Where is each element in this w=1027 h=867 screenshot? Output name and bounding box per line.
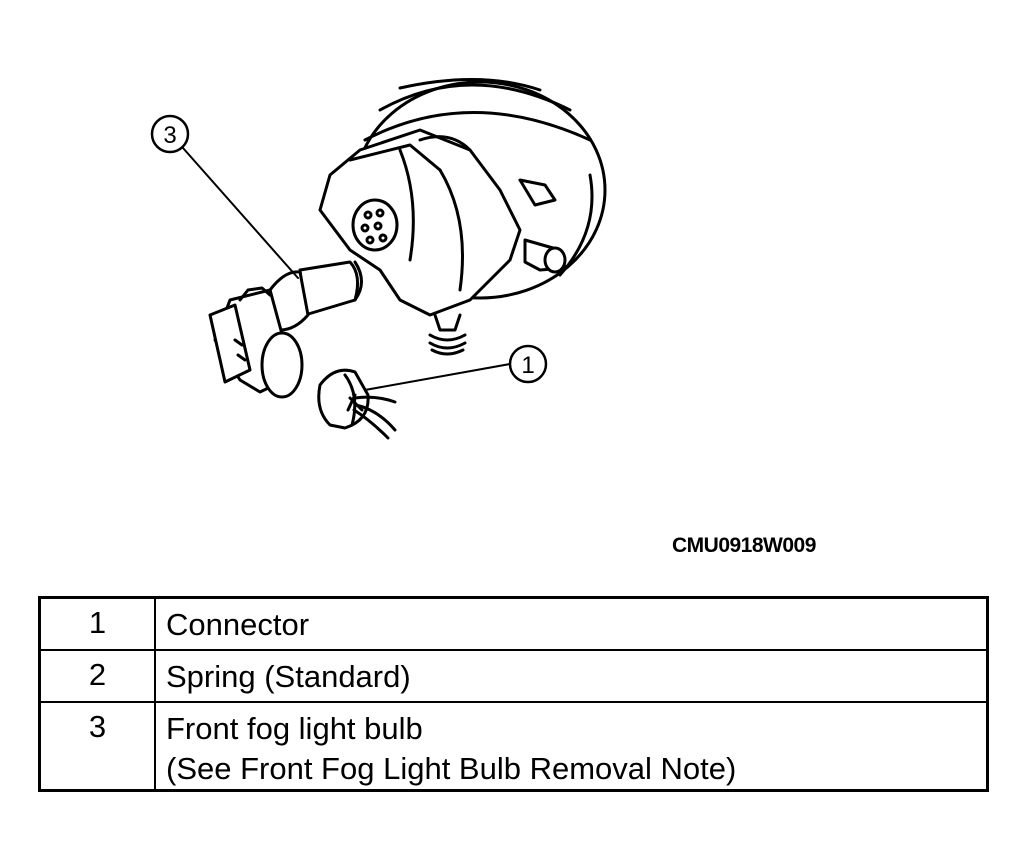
- callout-label-1: 1: [521, 352, 534, 379]
- legend-description: Connector: [154, 596, 989, 651]
- connector: [317, 368, 397, 440]
- fog-light-housing: [318, 78, 607, 356]
- legend-description-line: Spring (Standard): [166, 659, 411, 694]
- fog-light-illustration: 3 1: [150, 78, 607, 440]
- figure-code: CMU0918W009: [672, 534, 816, 557]
- callout-circle-1: [508, 344, 548, 384]
- legend-table: 1 Connector 2 Spring (Standard) 3 Front …: [38, 596, 989, 792]
- table-row: 1 Connector: [38, 596, 989, 651]
- leader-line-1: [364, 363, 511, 391]
- fog-light-bulb: [208, 260, 363, 399]
- legend-description-line: (See Front Fog Light Bulb Removal Note): [166, 751, 737, 786]
- callout-circle-3: [150, 114, 190, 154]
- legend-number: 3: [38, 701, 156, 792]
- table-row: 2 Spring (Standard): [38, 649, 989, 703]
- leader-line-3: [182, 147, 299, 279]
- callout-label-3: 3: [163, 122, 176, 149]
- legend-description-line: Front fog light bulb: [166, 711, 423, 746]
- table-row: 3 Front fog light bulb (See Front Fog Li…: [38, 701, 989, 792]
- legend-description: Spring (Standard): [154, 649, 989, 703]
- legend-number: 2: [38, 649, 156, 703]
- legend-number: 1: [38, 596, 156, 651]
- legend-description: Front fog light bulb (See Front Fog Ligh…: [154, 701, 989, 792]
- legend-description-line: Connector: [166, 607, 310, 642]
